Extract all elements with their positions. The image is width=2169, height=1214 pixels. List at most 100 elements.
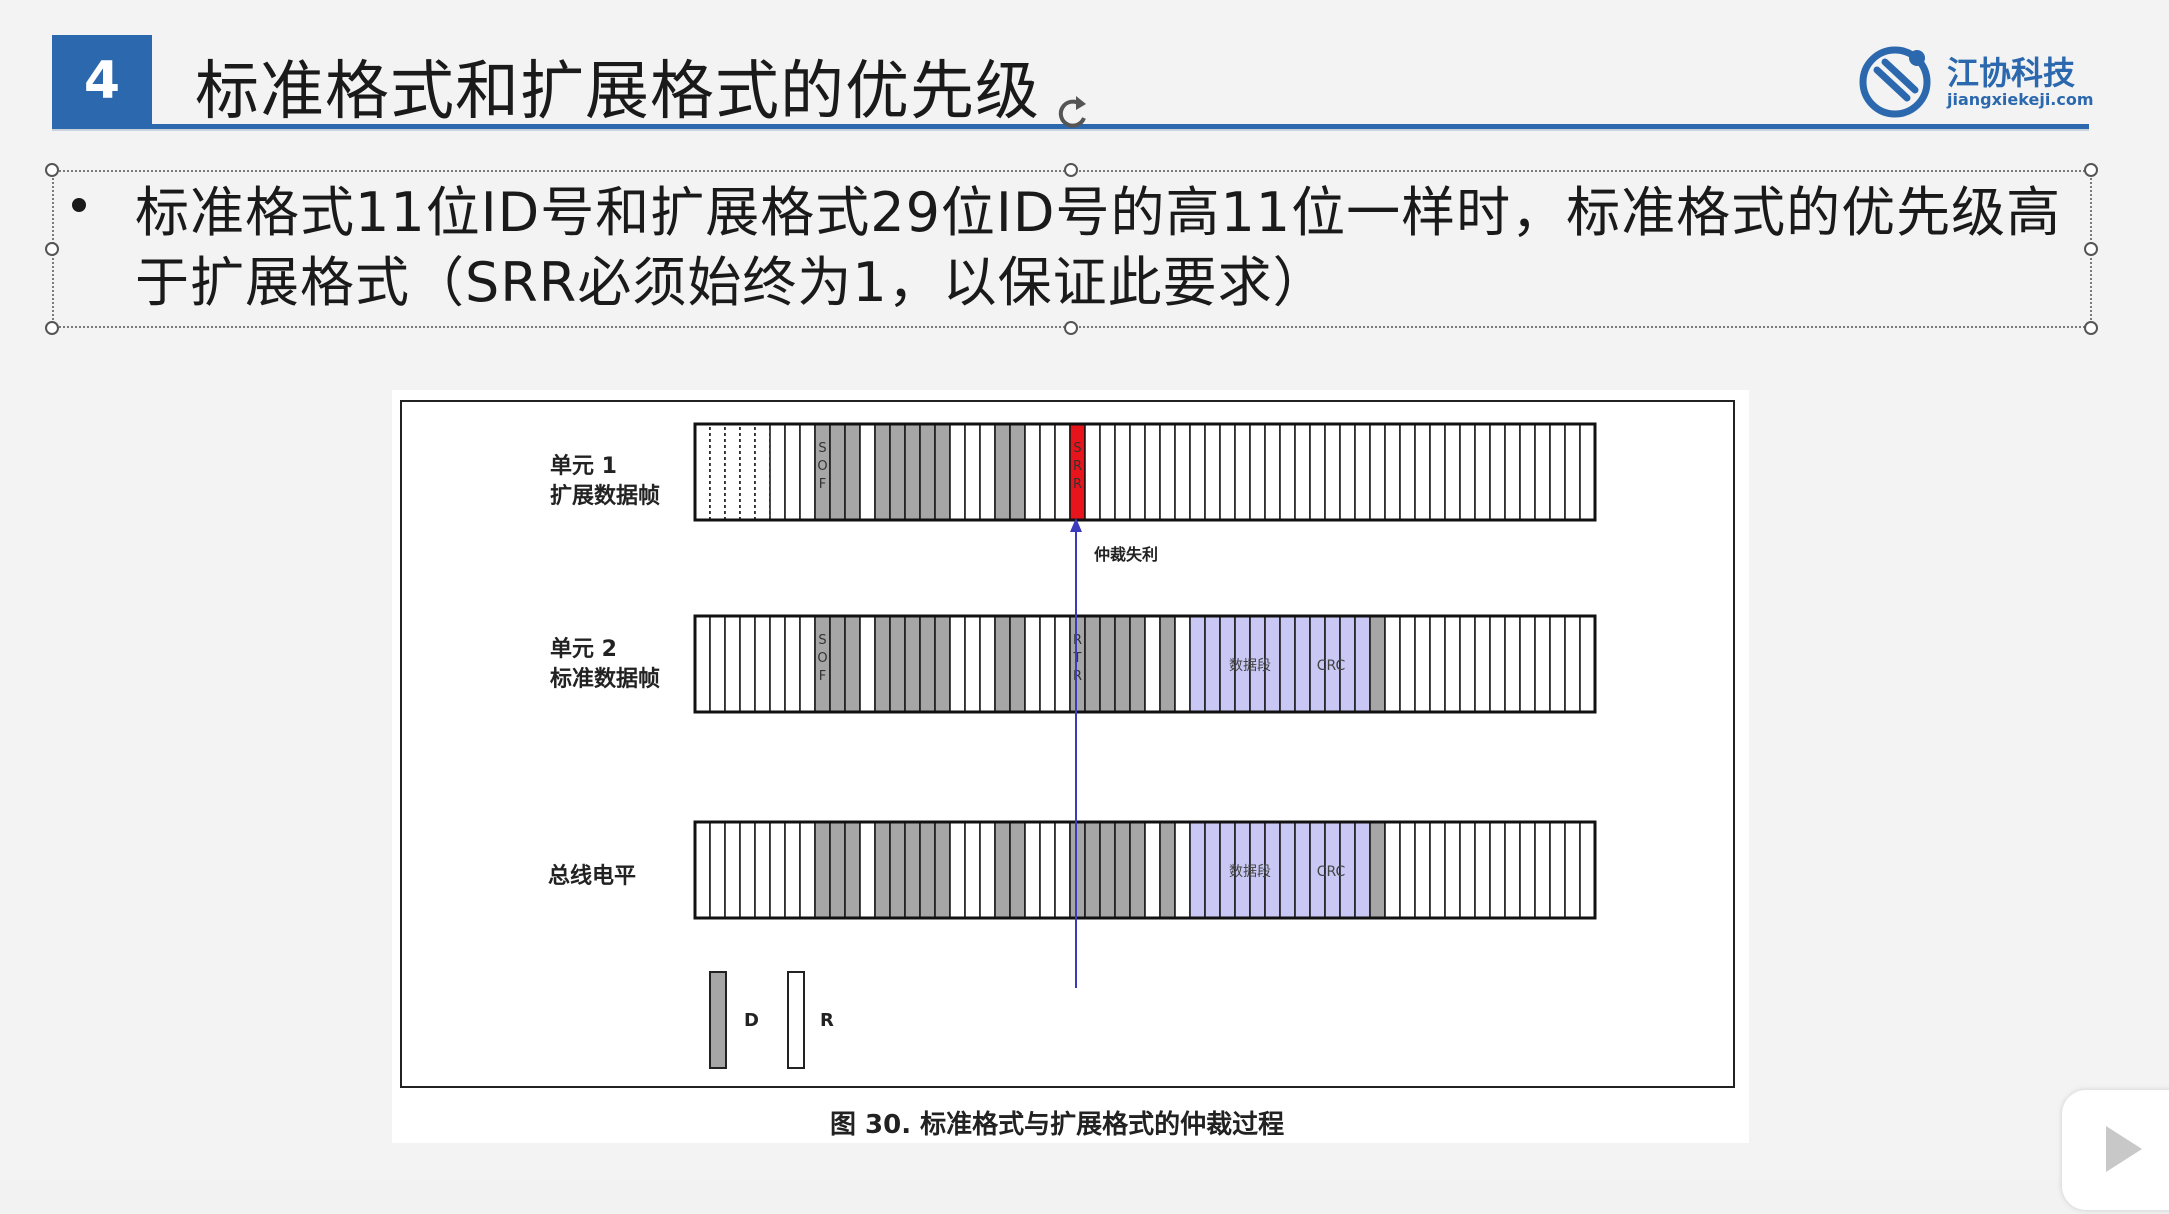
- bit-cell: [1084, 821, 1101, 919]
- bit-cell: [1474, 615, 1491, 713]
- bit-cell: [1294, 821, 1311, 919]
- bit-cell: [1264, 423, 1281, 521]
- bit-cell: [904, 423, 921, 521]
- resize-handle-top-right[interactable]: [2084, 163, 2098, 177]
- bullet-text[interactable]: 标准格式11位ID号和扩展格式29位ID号的高11位一样时，标准格式的优先级高于…: [135, 181, 2062, 314]
- field-label-char: R: [1073, 477, 1082, 492]
- bit-cell: [1054, 821, 1071, 919]
- bit-cell: [964, 821, 981, 919]
- field-label-char: R: [1073, 633, 1082, 648]
- bit-cell: [1489, 615, 1506, 713]
- bit-cell: [994, 615, 1011, 713]
- bit-cell: [859, 423, 876, 521]
- field-label-char: F: [819, 669, 826, 684]
- bit-cell: [754, 423, 771, 521]
- bit-cell: [1534, 423, 1551, 521]
- bit-cell: [694, 423, 711, 521]
- bitstream-outline: [693, 614, 1597, 714]
- bit-cell: [1564, 423, 1581, 521]
- bit-cell: [1009, 615, 1026, 713]
- bit-cell: [949, 423, 966, 521]
- resize-handle-bottom[interactable]: [1064, 321, 1078, 335]
- bit-cell: [844, 821, 861, 919]
- bullet-dot: [72, 198, 86, 212]
- bit-cell: [1144, 423, 1161, 521]
- bit-cell: [1474, 423, 1491, 521]
- bit-cell: [1519, 615, 1536, 713]
- bit-cell: [1534, 821, 1551, 919]
- bit-cell: [889, 615, 906, 713]
- bit-cell: [1204, 821, 1221, 919]
- bit-cell: [1219, 423, 1236, 521]
- bit-cell: [1174, 821, 1191, 919]
- bit-cell: [934, 423, 951, 521]
- slide-title[interactable]: 标准格式和扩展格式的优先级: [195, 55, 1040, 129]
- logo: 江协科技 jiangxiekeji.com: [1855, 40, 2094, 120]
- slide: 4 标准格式和扩展格式的优先级 江协科技 jiangxiekeji.com 标准…: [45, 35, 2169, 1210]
- bit-cell: [919, 423, 936, 521]
- bit-cell: [769, 423, 786, 521]
- bit-cell: [949, 821, 966, 919]
- bit-cell: [1579, 423, 1596, 521]
- bit-cell: [1039, 423, 1056, 521]
- resize-handle-top[interactable]: [1064, 163, 1078, 177]
- bit-cell: [1144, 615, 1161, 713]
- legend-recessive-label: R: [820, 1010, 834, 1031]
- row-label-unit2: 单元 2 标准数据帧: [550, 637, 661, 692]
- bit-cell: [979, 615, 996, 713]
- play-button[interactable]: [2062, 1090, 2169, 1210]
- bit-cell: [1549, 615, 1566, 713]
- bit-cell: [1564, 615, 1581, 713]
- bit-cell: [874, 821, 891, 919]
- bit-cell: [739, 423, 756, 521]
- rotate-handle-icon[interactable]: [1046, 78, 1106, 138]
- bit-cell: [1279, 821, 1296, 919]
- bit-cell: [1459, 615, 1476, 713]
- bit-cell: [1549, 423, 1566, 521]
- bit-cell: [859, 821, 876, 919]
- bit-cell: [859, 615, 876, 713]
- bit-cell: [1414, 423, 1431, 521]
- resize-handle-bottom-right[interactable]: [2084, 321, 2098, 335]
- bit-cell: [1084, 423, 1101, 521]
- bit-cell: [1414, 615, 1431, 713]
- bit-cell: [1564, 821, 1581, 919]
- bit-cell: [1204, 423, 1221, 521]
- resize-handle-left[interactable]: [45, 242, 59, 256]
- bit-cell: [1039, 615, 1056, 713]
- field-label-char: O: [817, 651, 827, 666]
- bit-cell: [1129, 615, 1146, 713]
- bit-cell: [724, 821, 741, 919]
- bit-cell: [1024, 821, 1041, 919]
- resize-handle-right[interactable]: [2084, 242, 2098, 256]
- bit-cell: [1309, 423, 1326, 521]
- bit-cell: [1099, 423, 1116, 521]
- legend-dominant-label: D: [744, 1010, 759, 1031]
- bit-cell: [1429, 615, 1446, 713]
- play-icon: [2106, 1126, 2142, 1172]
- bit-cell: [739, 615, 756, 713]
- bit-cell: [949, 615, 966, 713]
- field-label-char: T: [1073, 651, 1082, 666]
- resize-handle-top-left[interactable]: [45, 163, 59, 177]
- data-field-label: 数据段: [1229, 864, 1271, 880]
- bit-cell: [904, 821, 921, 919]
- bit-cell: [1024, 423, 1041, 521]
- resize-handle-bottom-left[interactable]: [45, 321, 59, 335]
- bit-cell: [964, 615, 981, 713]
- bit-cell: [1579, 615, 1596, 713]
- bit-cell: [769, 615, 786, 713]
- bit-cell: [994, 423, 1011, 521]
- bit-cell: [1489, 423, 1506, 521]
- bit-cell: [1009, 821, 1026, 919]
- bit-cell: [1054, 615, 1071, 713]
- bit-cell: [964, 423, 981, 521]
- figure-frame: [400, 400, 1735, 1088]
- bit-cell: [1339, 423, 1356, 521]
- bit-cell: [1519, 821, 1536, 919]
- bit-cell: [1474, 821, 1491, 919]
- bit-cell: [829, 821, 846, 919]
- bit-cell: [1174, 423, 1191, 521]
